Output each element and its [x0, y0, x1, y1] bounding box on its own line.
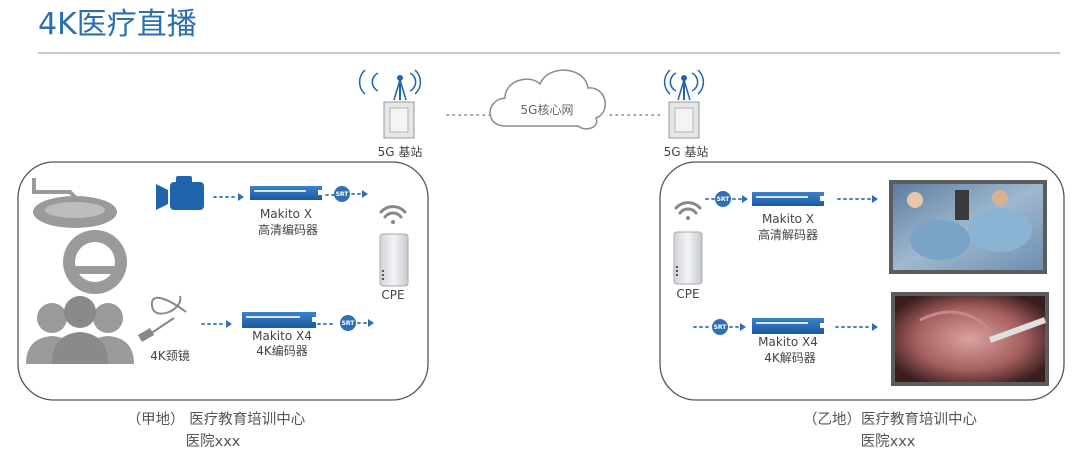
- site-b-caption-line2: 医院xxx: [861, 433, 916, 450]
- srt-label-a-4k: SRT: [342, 320, 356, 327]
- site-a-caption-line2: 医院xxx: [186, 433, 241, 450]
- base-station-left-label: 5G 基站: [378, 145, 423, 159]
- base-station-right-label: 5G 基站: [664, 145, 709, 159]
- encoder-hd-name: Makito X: [260, 207, 312, 221]
- decoder-hd-name: Makito X: [762, 212, 814, 226]
- encoder-4k-device: [242, 312, 318, 328]
- encoder-4k-name: Makito X4: [252, 329, 312, 343]
- wifi-icon-a: [379, 205, 407, 224]
- decoder-4k-name: Makito X4: [758, 335, 818, 349]
- endoscope-label: 4K颈镜: [150, 348, 190, 363]
- srt-badge-b-hd: [715, 191, 731, 207]
- doctors-icon: [26, 296, 134, 364]
- cpe-b-label: CPE: [676, 287, 699, 301]
- decoder-hd-device: [752, 192, 826, 206]
- site-a-caption-line1: （甲地） 医疗教育培训中心: [127, 411, 306, 428]
- monitor-surgery-view: [889, 180, 1047, 274]
- srt-label-b-hd: SRT: [717, 196, 731, 203]
- decoder-4k-device: [752, 318, 826, 334]
- cloud-label: 5G核心网: [521, 103, 574, 117]
- base-station-left-icon: [358, 69, 422, 139]
- srt-badge-a-hd: [334, 186, 350, 202]
- encoder-hd-role: 高清编码器: [258, 222, 318, 237]
- surgical-light-icon: [32, 178, 117, 228]
- cpe-a-label: CPE: [381, 288, 404, 302]
- cpe-b-device: [673, 231, 703, 285]
- decoder-4k-role: 4K解码器: [764, 351, 816, 365]
- encoder-hd-device: [250, 186, 324, 200]
- cloud-icon: [489, 69, 606, 130]
- page-title: 4K医疗直播: [38, 7, 197, 42]
- decoder-hd-role: 高清解码器: [758, 227, 818, 242]
- srt-label-a-hd: SRT: [336, 191, 350, 198]
- endoscope-icon: [137, 295, 187, 342]
- ct-scanner-icon: [63, 230, 127, 294]
- encoder-4k-role: 4K编码器: [256, 343, 308, 358]
- site-b-caption-line1: （乙地）医疗教育培训中心: [803, 411, 977, 428]
- base-station-right-icon: [663, 69, 705, 139]
- monitor-endoscope-view: [891, 292, 1049, 386]
- cpe-a-device: [379, 233, 409, 287]
- srt-badge-b-4k: [712, 319, 728, 335]
- srt-badge-a-4k: [340, 315, 356, 331]
- camera-icon: [156, 176, 204, 210]
- srt-label-b-4k: SRT: [714, 324, 728, 331]
- wifi-icon-b: [674, 201, 702, 220]
- site-a-box: [17, 161, 429, 401]
- site-b-box: [659, 161, 1065, 401]
